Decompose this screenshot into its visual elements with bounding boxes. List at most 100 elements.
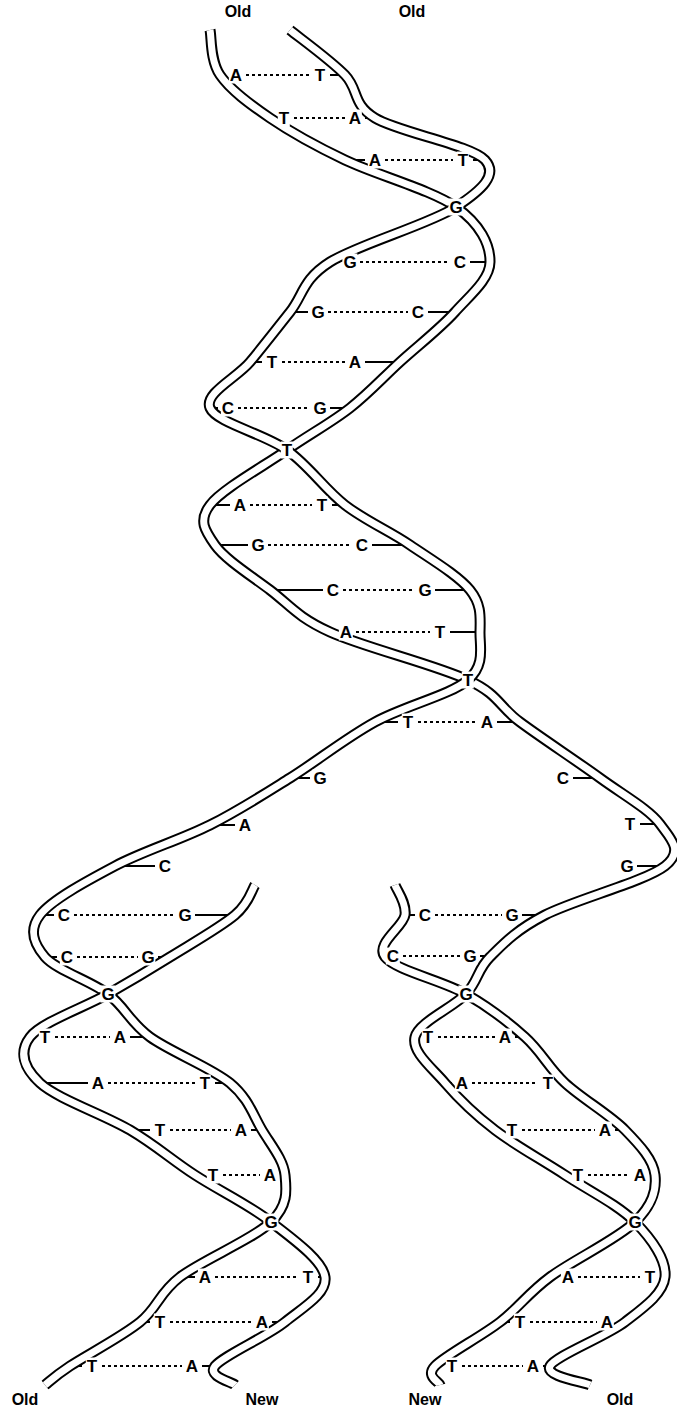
base-letter: A [633,1167,647,1184]
hydrogen-bond [246,74,310,76]
hydrogen-bond [170,1321,252,1323]
base-letter: C [411,304,425,321]
base-letter: C [556,770,570,787]
base-letter: A [113,1029,127,1046]
base-letter: T [314,67,326,84]
hydrogen-bond [108,1082,195,1084]
strand-outline [383,885,656,1385]
base-letter: T [644,1269,656,1286]
base-letter: A [238,817,252,834]
hydrogen-bond [223,1174,260,1176]
base-letter: A [480,714,494,731]
base-letter: T [316,497,328,514]
base-letter: A [234,1122,248,1139]
hydrogen-bond [268,544,352,546]
base-letter: A [561,1269,575,1286]
base-letter: A [233,497,247,514]
base-letter: T [402,714,414,731]
hydrogen-bond [403,955,460,957]
strand-ribbon [24,885,325,1385]
hydrogen-bond [343,589,415,591]
hydrogen-bond [588,1174,630,1176]
base-letter: A [368,152,382,169]
base-letter: A [339,624,353,641]
base-letter: C [453,254,467,271]
base-letter: T [446,1358,458,1375]
base-letter: G [342,254,357,271]
hydrogen-bond [522,1129,595,1131]
hydrogen-bond [250,504,312,506]
base-letter: G [619,858,634,875]
strand-ribbon [383,885,656,1385]
hydrogen-bond [282,361,345,363]
base-letter: G [100,986,115,1003]
strand-outline [24,885,325,1385]
base-letter: T [86,1358,98,1375]
hydrogen-bond [385,159,453,161]
base-letter: A [198,1269,212,1286]
base-letter: A [498,1029,512,1046]
base-letter: T [154,1122,166,1139]
hydrogen-bond [435,914,502,916]
hydrogen-bond [74,914,175,916]
base-letter: T [39,1029,51,1046]
base-letter: C [418,907,432,924]
hydrogen-bond [418,721,477,723]
base-letter: G [140,949,155,966]
base-letter: G [462,948,477,965]
hydrogen-bond [170,1129,231,1131]
hydrogen-bond [578,1276,640,1278]
base-letter: A [229,67,243,84]
base-letter: A [600,1314,614,1331]
base-letter: G [458,986,473,1003]
base-letter: T [278,110,290,127]
base-letter: G [417,582,432,599]
base-letter: G [504,907,519,924]
base-letter: T [199,1075,211,1092]
base-letter: A [255,1314,269,1331]
hydrogen-bond [238,407,310,409]
hydrogen-bond [102,1365,182,1367]
base-letter: T [624,816,636,833]
hydrogen-bond [472,1082,538,1084]
base-letter: G [312,770,327,787]
base-letter: T [462,672,474,689]
base-letter: C [57,907,71,924]
strand-label: Old [398,4,427,20]
strand-ribbon [33,30,489,1385]
hydrogen-bond [77,956,138,958]
base-letter: C [326,582,340,599]
base-letter: T [266,354,278,371]
base-letter: C [355,537,369,554]
strand-outline [33,30,489,1385]
base-letter: C [221,400,235,417]
strand-label: New [245,1392,280,1408]
hydrogen-bond [215,1276,298,1278]
base-letter: A [91,1075,105,1092]
strand-label: Old [224,4,253,20]
base-letter: G [312,400,327,417]
base-letter: T [457,152,469,169]
hydrogen-bond [328,311,408,313]
base-letter: G [263,1214,278,1231]
base-letter: A [348,354,362,371]
base-letter: T [207,1167,219,1184]
base-letter: T [542,1075,554,1092]
base-letter: G [448,199,463,216]
strand-label: New [408,1392,443,1408]
base-letter: T [514,1314,526,1331]
base-letter: G [177,907,192,924]
base-letter: A [455,1075,469,1092]
hydrogen-bond [294,117,345,119]
base-letter: C [386,948,400,965]
base-letter: T [434,624,446,641]
base-letter: G [310,304,325,321]
base-letter: T [506,1122,518,1139]
base-letter: C [158,858,172,875]
hydrogen-bond [356,631,430,633]
strand-label: Old [606,1392,635,1408]
base-letter: T [281,442,293,459]
base-letter: T [422,1029,434,1046]
hydrogen-bond [462,1365,523,1367]
